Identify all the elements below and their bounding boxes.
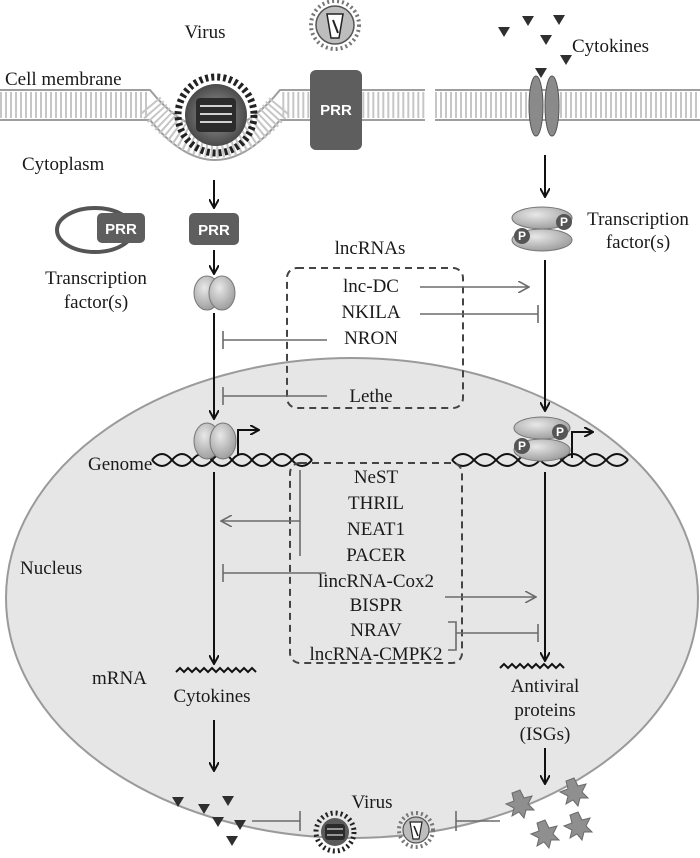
pathway-arrows — [214, 155, 545, 783]
nucleus-label: Nucleus — [20, 558, 82, 579]
mrna-right-squiggle — [499, 662, 565, 670]
prr-membrane-label: PRR — [320, 102, 352, 119]
transcription-factor-right-label-1: Transcription — [587, 209, 689, 230]
cytokines-top-icons — [498, 15, 572, 78]
transcription-factor-left-label-1: Transcription — [45, 268, 147, 289]
lncrna-lincrna-cox2: lincRNA-Cox2 — [318, 571, 434, 592]
phospho-genome-2: P — [556, 425, 564, 439]
lncrna-neat1: NEAT1 — [347, 519, 405, 540]
transcription-factor-left-icon — [193, 275, 236, 311]
tf-on-genome-left-icon — [193, 422, 258, 460]
cytokines-top-label: Cytokines — [572, 36, 649, 57]
cytoplasm-regulation-lines — [222, 287, 539, 405]
virus-bottom-icon-2 — [397, 811, 435, 849]
lncrna-bispr: BISPR — [350, 595, 403, 616]
lncrnas-title: lncRNAs — [335, 238, 406, 259]
cytokines-bottom-label: Cytokines — [173, 686, 250, 707]
virus-bottom-label: Virus — [351, 792, 392, 813]
virus-bottom-icon-1 — [313, 810, 357, 854]
nuclear-regulation-lines — [222, 470, 539, 651]
lncrna-lnc-dc: lnc-DC — [343, 276, 399, 297]
cytokines-bottom-icons — [172, 796, 246, 846]
antiviral-label-2: proteins — [514, 700, 575, 721]
antiviral-label-3: (ISGs) — [520, 724, 571, 745]
prr-membrane-box: PRR — [310, 70, 362, 150]
lncrna-nrav: NRAV — [350, 620, 402, 641]
cytoplasm-prr-box: PRR — [189, 213, 239, 245]
cytoplasm-prr-label: PRR — [198, 222, 230, 239]
phospho-right-1: P — [518, 229, 526, 243]
virus-top-icon — [309, 0, 361, 51]
mrna-left-squiggle — [175, 666, 257, 674]
transcription-factor-left-label-2: factor(s) — [64, 292, 128, 313]
phospho-right-2: P — [560, 215, 568, 229]
virus-top-label: Virus — [184, 22, 225, 43]
tf-on-genome-right-icon: P P — [513, 416, 592, 462]
inhibition-lines-bottom — [252, 811, 500, 831]
phospho-genome-1: P — [518, 439, 526, 453]
lncrna-nest: NeST — [354, 467, 399, 488]
lncrna-pacer: PACER — [346, 545, 406, 566]
lncrna-lncrna-cmpk2: lncRNA-CMPK2 — [309, 644, 442, 665]
cytoplasm-lncrna-box — [286, 267, 464, 409]
nuclear-lncrna-box — [289, 462, 463, 664]
cytoplasm-label: Cytoplasm — [22, 154, 105, 175]
genome-label: Genome — [88, 454, 152, 475]
lncrna-nkila: NKILA — [341, 302, 400, 323]
transcription-factor-right-label-2: factor(s) — [606, 232, 670, 253]
lncrna-lethe: Lethe — [349, 386, 392, 407]
antiviral-proteins-icons — [504, 777, 594, 850]
virus-membrane-icon — [174, 73, 258, 157]
cell-membrane-label: Cell membrane — [5, 69, 122, 90]
cytokine-receptor-icon — [528, 75, 560, 137]
antiviral-label-1: Antiviral — [511, 676, 580, 697]
endosome-prr-label: PRR — [105, 221, 137, 238]
lncrna-thril: THRIL — [348, 493, 404, 514]
mrna-label: mRNA — [92, 668, 147, 689]
endosome-prr-icon: PRR — [55, 206, 145, 254]
genome-dna-left — [151, 453, 313, 467]
lncrna-nron: NRON — [344, 328, 398, 349]
cell-membrane-right — [435, 89, 700, 121]
transcription-factor-right-icon: P P — [511, 206, 573, 252]
